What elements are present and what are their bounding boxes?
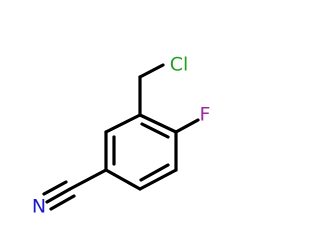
nitrile-group	[42, 168, 108, 211]
bond-ch2-to-cl	[138, 63, 165, 79]
triple-bond-line-2	[42, 180, 68, 196]
ring-bond-c6-c1	[104, 113, 142, 134]
ring-bond-c4-c5	[104, 168, 142, 191]
chloromethyl-group	[138, 63, 165, 117]
bond-ring-to-f	[174, 118, 200, 134]
ring-double-bond-c1-c2	[140, 122, 170, 139]
chlorine-atom-label: Cl	[170, 54, 189, 76]
bond-ring-to-cn-carbon	[68, 168, 108, 191]
ring-double-bond-c3-c4	[139, 163, 170, 182]
molecule-canvas: Cl F N	[31, 53, 211, 218]
ring-bond-c1-c2	[138, 113, 178, 134]
fluorine-atom-label: F	[200, 104, 211, 126]
ring-bond-c3-c4	[138, 168, 178, 191]
benzene-ring	[104, 113, 178, 191]
triple-bond-line-1	[45, 187, 72, 204]
structure-drawing: Cl F N	[32, 54, 211, 218]
nitrogen-atom-label: N	[32, 196, 46, 218]
triple-bond-line-3	[49, 194, 76, 211]
